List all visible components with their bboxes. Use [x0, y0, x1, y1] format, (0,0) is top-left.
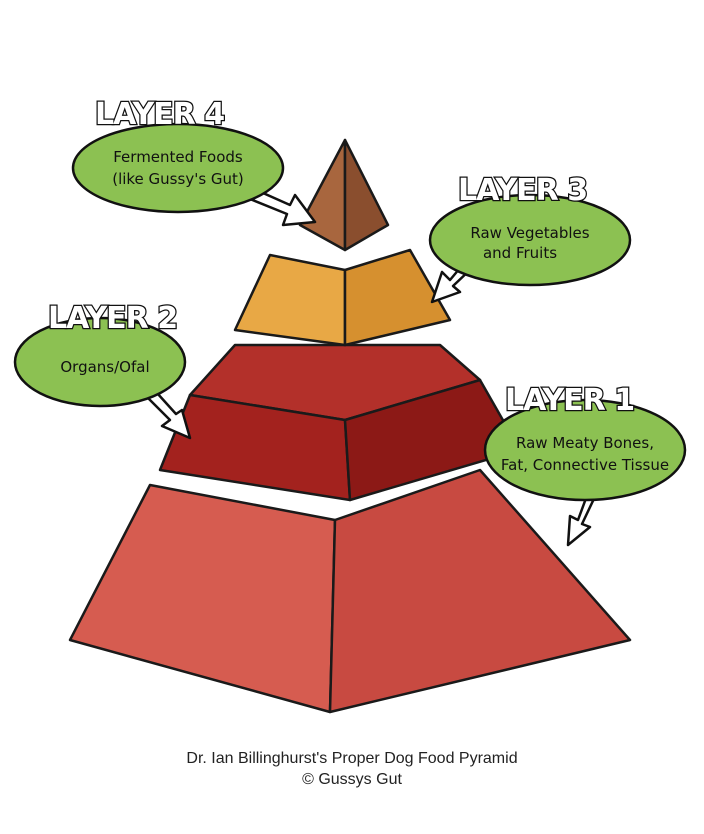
layer-4-block [298, 138, 390, 252]
layer-1-block [68, 468, 632, 714]
layer-3-text: Raw Vegetables [470, 224, 589, 242]
layer-1-text: Fat, Connective Tissue [501, 456, 669, 474]
layer-4-text: Fermented Foods [113, 148, 243, 166]
layer-2-title: LAYER 2 [48, 301, 177, 336]
layer-3-title: LAYER 3 [458, 173, 587, 208]
layer-1-bubble [483, 398, 687, 502]
layer-2-text: Organs/Ofal [60, 358, 149, 376]
layer-3-bubble [428, 193, 632, 287]
layer-4-text: (like Gussy's Gut) [112, 170, 244, 188]
layer-3-text: and Fruits [483, 244, 557, 262]
layer-2-block [158, 343, 522, 502]
caption-title: Dr. Ian Billinghurst's Proper Dog Food P… [186, 750, 518, 767]
layer-4-title: LAYER 4 [95, 97, 224, 132]
layer-2-bubble [13, 316, 187, 408]
layer-1-text: Raw Meaty Bones, [516, 434, 654, 452]
layer-3-block [233, 248, 452, 347]
layer-1-title: LAYER 1 [505, 383, 634, 418]
layer-4-bubble [71, 122, 285, 214]
caption-copyright: © Gussys Gut [302, 771, 402, 788]
